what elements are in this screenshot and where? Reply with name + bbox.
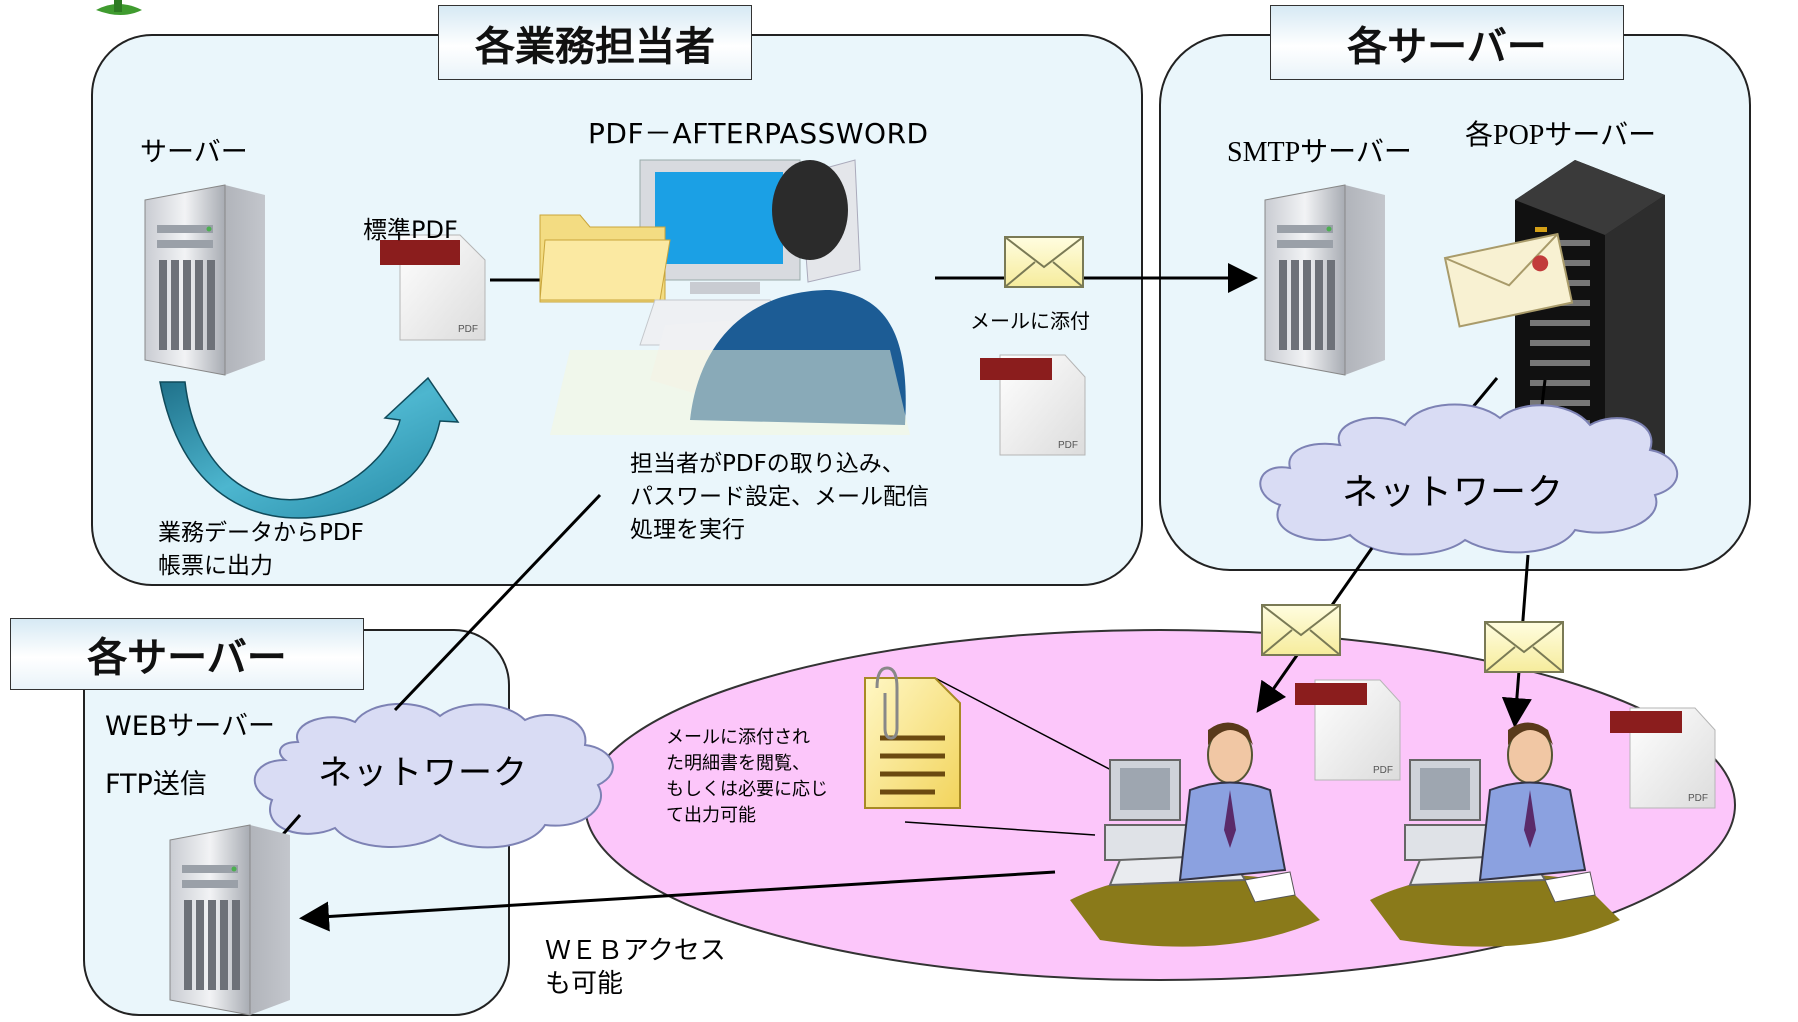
envelope-icon-recipient-2 — [1484, 621, 1564, 673]
recipient-note-line-3: もしくは必要に応じ — [666, 779, 828, 800]
staff-process-line-2: パスワード設定、メール配信 — [630, 484, 929, 510]
smtp-server-icon — [1264, 184, 1385, 376]
pop-server-label: 各POPサーバー — [1465, 120, 1657, 151]
web-server-label: WEBサーバー — [105, 711, 276, 742]
recipient-pdf-icon-1: PDF — [1295, 679, 1401, 781]
logo-icon — [96, 0, 142, 15]
servers-section-title-right: 各サーバー — [1270, 5, 1624, 80]
standard-pdf-label: 標準PDF — [363, 216, 458, 244]
servers-section-title-left: 各サーバー — [10, 618, 364, 690]
smtp-server-label: SMTPサーバー — [1227, 137, 1412, 168]
envelope-icon-recipient-1 — [1261, 604, 1341, 656]
recipient-note-label: メールに添付され た明細書を閲覧、 もしくは必要に応じ て出力可能 — [666, 725, 828, 829]
network-cloud-right — [1259, 403, 1678, 556]
staff-process-label: 担当者がPDFの取り込み、 パスワード設定、メール配信 処理を実行 — [630, 448, 929, 547]
pointer-line-top — [934, 677, 1116, 773]
recipient-note-line-4: て出力可能 — [666, 805, 756, 826]
recipient-pdf-icon-2: PDF — [1610, 707, 1716, 809]
business-data-line-1: 業務データからPDF — [158, 520, 364, 546]
server-icon — [144, 184, 265, 376]
recipient-note-line-1: メールに添付され — [666, 727, 810, 748]
recipient-person-icon-2 — [1370, 722, 1620, 947]
mail-attach-label: メールに添付 — [970, 309, 1090, 333]
svg-text:PDF: PDF — [1688, 793, 1708, 804]
web-access-line-1: ＷＥＢアクセス — [545, 936, 726, 966]
svg-text:PDF: PDF — [1058, 440, 1078, 451]
web-access-arrow — [299, 870, 1056, 932]
operator-computer-icon — [539, 159, 910, 435]
business-data-line-2: 帳票に出力 — [158, 553, 273, 579]
recipient-note-line-2: た明細書を閲覧、 — [666, 753, 810, 774]
envelope-icon — [1004, 236, 1084, 288]
web-access-line-2: も可能 — [545, 969, 624, 999]
business-data-label: 業務データからPDF 帳票に出力 — [158, 517, 364, 583]
network-cloud-left — [253, 702, 614, 849]
recipient-person-icon-1 — [1070, 722, 1320, 947]
letter-icon — [1443, 232, 1574, 328]
curved-arrow — [159, 376, 460, 519]
network-label-right: ネットワーク — [1342, 472, 1565, 513]
staff-to-network-line — [393, 493, 602, 712]
svg-text:PDF: PDF — [1373, 765, 1393, 776]
pointer-line-bottom — [904, 821, 1096, 836]
network-label-left: ネットワーク — [318, 753, 528, 793]
ftp-label: FTP送信 — [105, 769, 207, 800]
app-name-label: PDF－AFTERPASSWORD — [588, 117, 929, 150]
web-access-label: ＷＥＢアクセス も可能 — [545, 935, 726, 1001]
server-label: サーバー — [140, 137, 248, 168]
staff-process-line-3: 処理を実行 — [630, 517, 745, 543]
staff-section-title: 各業務担当者 — [438, 5, 752, 80]
attached-pdf-icon: PDF — [980, 354, 1086, 456]
web-server-icon — [169, 824, 290, 1016]
staff-process-line-1: 担当者がPDFの取り込み、 — [630, 451, 905, 477]
document-icon — [864, 666, 961, 809]
svg-text:PDF: PDF — [458, 324, 478, 335]
standard-pdf-icon: PDF — [380, 234, 486, 341]
